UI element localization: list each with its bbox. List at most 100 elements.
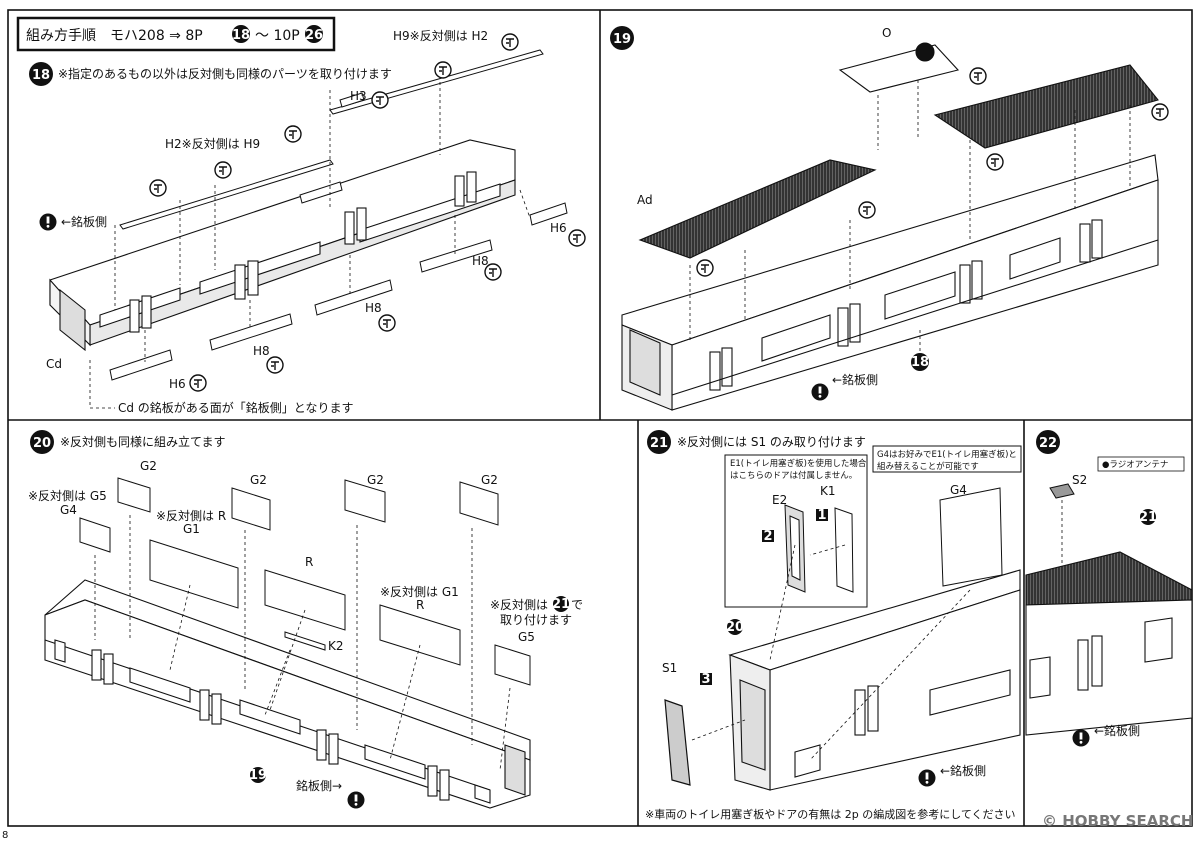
label-opp-21-c: 取り付けます (500, 613, 572, 627)
fit-icon (149, 179, 167, 197)
fit-icon (986, 153, 1004, 171)
part-s2-antenna (1049, 483, 1075, 499)
car-body-18 (49, 139, 516, 352)
step-18-number: 18 (32, 68, 50, 83)
label-g1: G1 (183, 522, 200, 536)
label-opp-21-b: で (571, 598, 583, 612)
fit-icon (969, 67, 987, 85)
ref-21-badge-22 (1140, 509, 1156, 525)
ref-21: 21 (552, 597, 570, 612)
ref-20-badge (727, 619, 743, 635)
step-21-number: 21 (650, 436, 668, 451)
header-range: ～ 10P (255, 28, 300, 44)
header-step-from-badge (232, 25, 250, 43)
fit-icon (696, 259, 714, 277)
dashed-guides-18 (89, 70, 531, 409)
step-19-badge (610, 26, 634, 50)
label-g2-a: G2 (140, 459, 157, 473)
car-body-20 (44, 579, 531, 809)
label-nameplate-side-19: ←銘板側 (832, 372, 878, 387)
car-body-22 (1025, 551, 1193, 736)
legend-box (1097, 456, 1185, 472)
dashed-guides-20 (94, 515, 511, 771)
step-22-badge (1036, 430, 1060, 454)
ref-18-badge (911, 353, 929, 371)
dashed-guides-19 (689, 80, 1131, 355)
label-e2: E2 (772, 493, 787, 507)
label-g5: G5 (518, 630, 535, 644)
roof-panels-19 (638, 42, 1159, 259)
step-21-panel: 21 ※反対側には S1 のみ取り付けます E1(トイレ用塞ぎ板)を使用した場合… (645, 430, 1022, 821)
label-h3: H3 (350, 89, 367, 103)
label-r-b: R (416, 598, 424, 612)
ref-19-badge (250, 767, 266, 783)
g4-inset-note-1: G4はお好みでE1(トイレ用塞ぎ板)と (877, 449, 1017, 460)
label-o: O (882, 26, 891, 40)
dashed-guides-21 (691, 544, 971, 761)
g4-inset-box (872, 445, 1022, 473)
warning-icon (918, 769, 936, 787)
page-number: 8 (2, 830, 8, 841)
step-22-number: 22 (1039, 436, 1057, 451)
watermark: © HOBBY SEARCH (1042, 812, 1193, 830)
warning-icon (347, 791, 365, 809)
label-nameplate-side-22: ←銘板側 (1094, 723, 1140, 738)
label-cd: Cd (46, 357, 62, 371)
step-20-panel: 20 ※反対側も同様に組み立てます (28, 430, 583, 809)
car-body-19 (621, 154, 1159, 411)
label-r-a: R (305, 555, 313, 569)
label-nameplate-side-20: 銘板側→ (296, 778, 342, 793)
step-21-footnote: ※車両のトイレ用塞ぎ板やドアの有無は 2p の編成図を参考にしてください (645, 807, 1016, 821)
step-20-number: 20 (33, 436, 51, 451)
ref-20: 20 (726, 620, 744, 635)
step-18-note: ※指定のあるもの以外は反対側も同様のパーツを取り付けます (58, 66, 392, 81)
label-h8-b: H8 (365, 301, 382, 315)
label-h6-b: H6 (169, 377, 186, 391)
label-h9-opp-h2: H9※反対側は H2 (393, 29, 488, 43)
header: 組み方手順 モハ208 ⇒ 8P 18 ～ 10P 26 (16, 16, 336, 52)
fit-icon (1151, 103, 1169, 121)
ref-19: 19 (249, 768, 267, 783)
step-19-number: 19 (613, 32, 631, 47)
fit-icon (568, 229, 586, 247)
warning-icon (39, 213, 57, 231)
label-g2-c: G2 (367, 473, 384, 487)
fit-icon (501, 33, 519, 51)
step-18-panel: 18 ※指定のあるもの以外は反対側も同様のパーツを取り付けます (29, 29, 586, 415)
panel-frames (7, 9, 1193, 827)
step-20-note: ※反対側も同様に組み立てます (60, 434, 225, 449)
label-h8-c: H8 (253, 344, 270, 358)
part-s1 (664, 699, 691, 786)
num-1-box (816, 509, 828, 521)
label-ad: Ad (637, 193, 653, 207)
ref-18: 18 (911, 355, 929, 370)
step-21-note: ※反対側には S1 のみ取り付けます (677, 435, 866, 449)
label-s1: S1 (662, 661, 677, 675)
header-title: 組み方手順 モハ208 ⇒ 8P (26, 28, 203, 44)
door-inset-note-2: はこちらのドアは付属しません。 (730, 470, 857, 481)
g4-part (939, 487, 1003, 587)
fit-icon (434, 61, 452, 79)
step-20-badge (30, 430, 54, 454)
label-h6-a: H6 (550, 221, 567, 235)
label-h2-opp-h9: H2※反対側は H9 (165, 137, 260, 151)
ref-21-22: 21 (1139, 510, 1157, 525)
step-21-badge (647, 430, 671, 454)
step-22-panel: 22 ●ラジオアンテナ S2 21 ←銘板側 (1025, 430, 1193, 747)
label-nameplate-side-18: ←銘板側 (61, 214, 107, 229)
fit-icon (371, 91, 389, 109)
door-parts (784, 504, 854, 593)
label-g4-21: G4 (950, 483, 967, 497)
num-1: 1 (817, 508, 826, 523)
label-k2: K2 (328, 639, 344, 653)
fit-icon (484, 263, 502, 281)
door-inset-note-1: E1(トイレ用塞ぎ板)を使用した場合 (730, 458, 867, 469)
warning-icon (811, 383, 829, 401)
fit-icon (214, 161, 232, 179)
label-opp-g1: ※反対側は G1 (380, 585, 459, 599)
label-g4-20: G4 (60, 503, 77, 517)
g4-inset-note-2: 組み替えることが可能です (877, 461, 979, 472)
ref-21-badge (553, 596, 569, 612)
label-s2: S2 (1072, 473, 1087, 487)
